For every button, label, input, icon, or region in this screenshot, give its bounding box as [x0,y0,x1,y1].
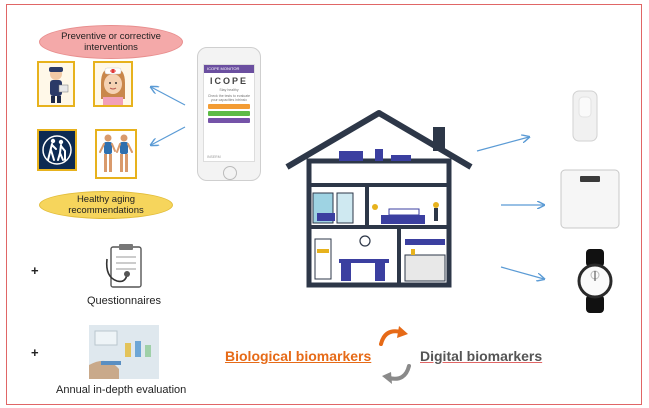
recommendations-label: Healthy aging recommendations [68,194,144,216]
nurse-icon [93,61,133,107]
smartwatch-icon [577,249,613,313]
app-prompt: Check the tests to evaluate your capacit… [207,94,251,102]
smart-scale-icon [560,169,620,229]
clipboard-stethoscope-icon [105,244,142,288]
evaluation-label: Annual in-depth evaluation [56,384,187,396]
figure-frame: Preventive or corrective interventions [6,4,642,405]
arrow-to-recommendations [151,126,186,145]
house-icon [285,110,473,288]
app-header: ICOPE MONITOR [204,65,254,73]
arrow-to-interventions [151,87,186,106]
app-button-green[interactable] [208,111,250,116]
app-screen: ICOPE MONITOR ICOPE Stay healthy Check t… [203,64,255,162]
arrow-to-sensor [476,137,529,152]
lab-evaluation-photo-icon [89,325,159,379]
motion-sensor-icon [572,90,598,142]
home-button [223,166,237,180]
postman-icon [37,61,75,107]
app-tagline: Stay healthy [219,88,239,92]
smartphone-icon: ICOPE MONITOR ICOPE Stay healthy Check t… [197,47,261,181]
digital-biomarkers-label: Digital biomarkers [420,348,543,364]
arrow-to-watch [500,266,544,279]
interventions-bubble: Preventive or corrective interventions [39,25,183,59]
plus-sign-1: + [31,263,39,278]
app-button-purple[interactable] [208,118,250,123]
app-logo: ICOPE [209,76,248,86]
elderly-sign-icon [37,129,77,171]
app-footer: INSERM [207,155,221,159]
biological-biomarkers-label: Biological biomarkers [225,348,372,364]
exercise-figures-icon [95,129,137,179]
arrows-layer [7,5,642,405]
app-button-orange[interactable] [208,104,250,109]
cycle-arrows-icon [379,326,411,384]
recommendations-bubble: Healthy aging recommendations [39,191,173,219]
interventions-label: Preventive or corrective interventions [61,31,161,53]
questionnaires-label: Questionnaires [87,295,161,307]
plus-sign-2: + [31,345,39,360]
